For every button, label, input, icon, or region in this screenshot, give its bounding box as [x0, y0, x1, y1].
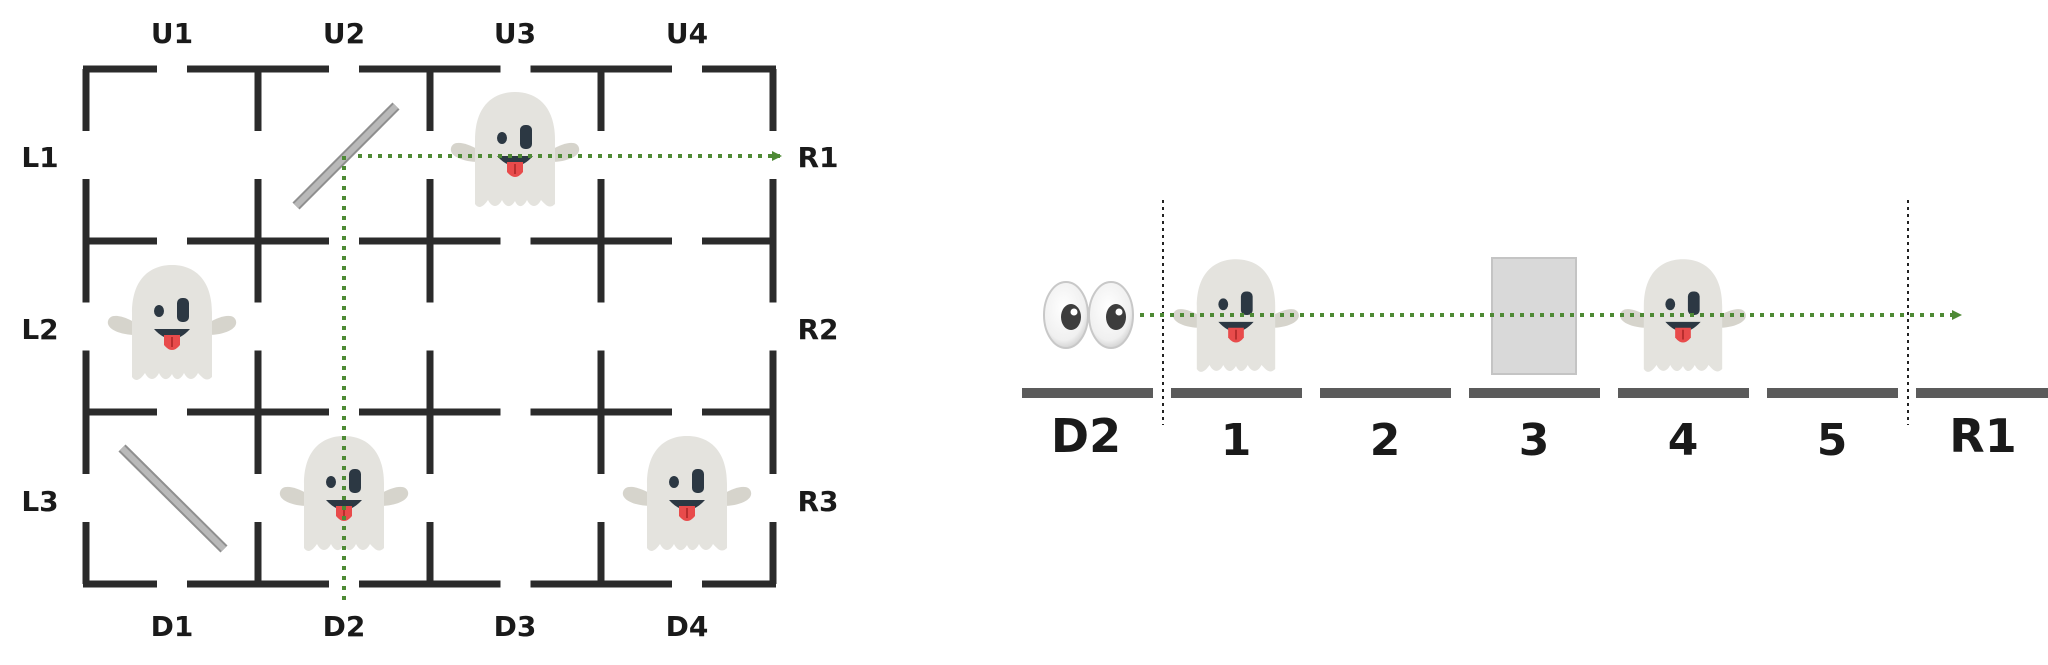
label-r2: R2 [797, 313, 838, 346]
grid-ghosts [107, 92, 752, 551]
label-d4: D4 [666, 610, 709, 643]
label-d3: D3 [494, 610, 537, 643]
ghost-icon [107, 265, 237, 380]
ray-strip: D2 R1 1 2 3 4 5 [1022, 200, 2048, 466]
strip-slot-label: 3 [1519, 415, 1550, 466]
label-u2: U2 [323, 17, 365, 50]
label-u1: U1 [151, 17, 193, 50]
label-u3: U3 [494, 17, 536, 50]
label-l1: L1 [21, 141, 58, 174]
label-l2: L2 [21, 313, 58, 346]
strip-slot-label: 4 [1668, 415, 1699, 466]
label-d1: D1 [151, 610, 194, 643]
label-r3: R3 [797, 485, 838, 518]
strip-label-start: D2 [1051, 409, 1121, 463]
ghost-icon [450, 92, 580, 207]
label-u4: U4 [666, 17, 708, 50]
ghost-icon [622, 436, 752, 551]
grid-ray [342, 151, 782, 600]
eyes-icon [1043, 281, 1134, 349]
strip-items [1173, 257, 1746, 375]
strip-label-end: R1 [1949, 409, 2016, 463]
strip-slot-label: 5 [1817, 415, 1848, 466]
ghost-icon [1173, 259, 1299, 372]
strip-slot-label: 2 [1370, 415, 1401, 466]
mirror-face [119, 445, 227, 552]
strip-slot-labels: 1 2 3 4 5 [1221, 415, 1848, 466]
label-d2: D2 [323, 610, 366, 643]
grid-walls [82, 65, 777, 588]
label-r1: R1 [797, 141, 838, 174]
strip-slot-label: 1 [1221, 415, 1252, 466]
maze-grid: U1 U2 U3 U4 D1 D2 D3 D4 L1 L2 L3 R1 R2 R… [21, 17, 838, 643]
ghost-icon [279, 436, 409, 551]
label-l3: L3 [21, 485, 58, 518]
